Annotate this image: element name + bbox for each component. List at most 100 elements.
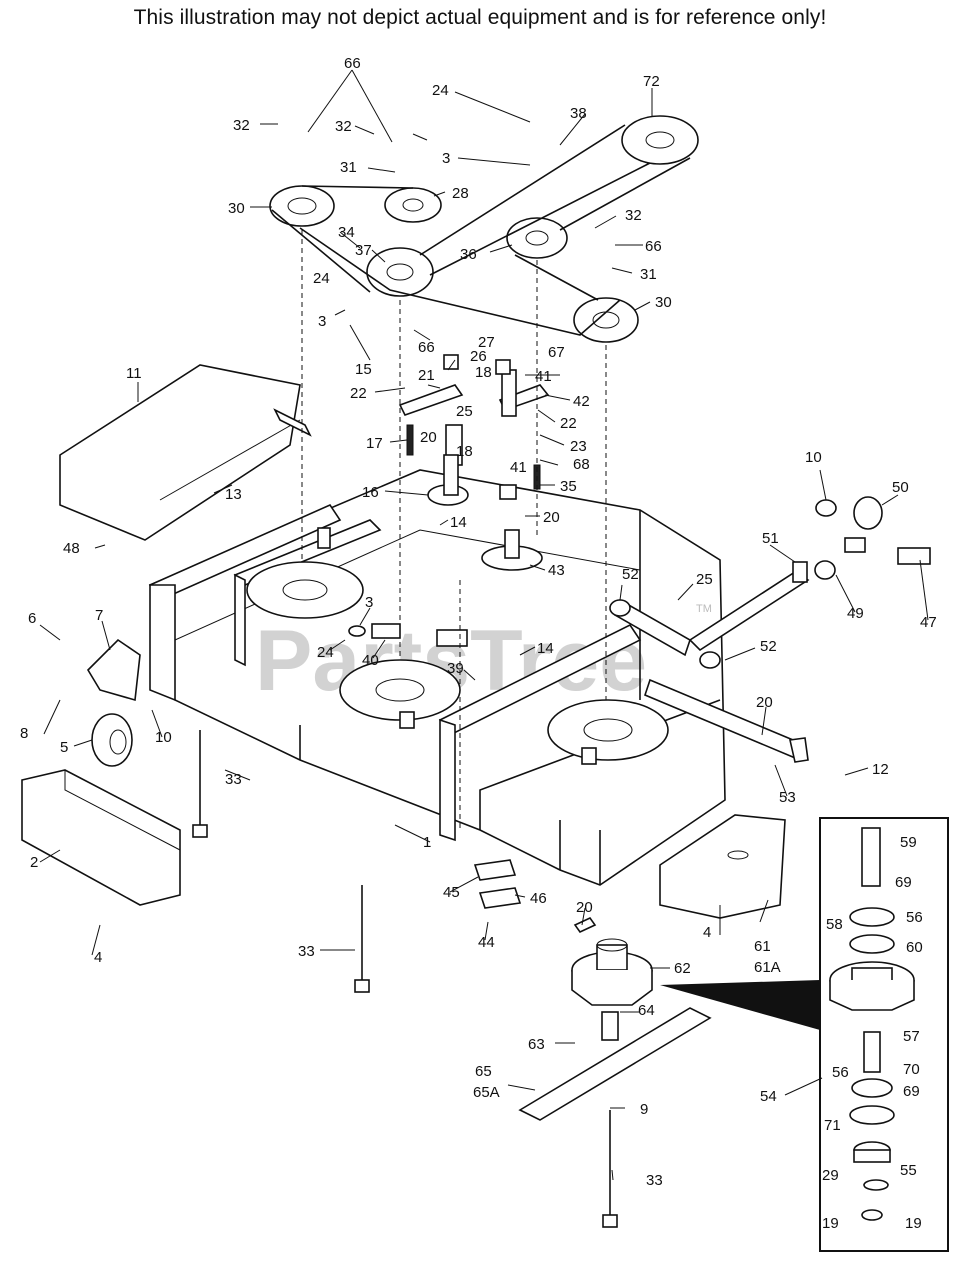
drive-belts: [271, 124, 691, 336]
callout-16: 16: [362, 484, 379, 501]
callout-24: 24: [432, 82, 449, 99]
callout-43: 43: [548, 562, 565, 579]
callout-14: 14: [450, 514, 467, 531]
callout-65: 65: [475, 1063, 492, 1080]
callout-45: 45: [443, 884, 460, 901]
callout-28: 28: [452, 185, 469, 202]
callout-6: 6: [28, 610, 36, 627]
callout-38: 38: [570, 105, 587, 122]
callout-24: 24: [317, 644, 334, 661]
callout-29: 29: [822, 1167, 839, 1184]
callout-27: 27: [478, 334, 495, 351]
callout-12: 12: [872, 761, 889, 778]
callout-61A: 61A: [754, 959, 781, 976]
callout-41: 41: [535, 368, 552, 385]
spindle-inset-box: [660, 817, 949, 1252]
callout-71: 71: [824, 1117, 841, 1134]
callout-10: 10: [155, 729, 172, 746]
callout-46: 46: [530, 890, 547, 907]
callout-32: 32: [233, 117, 250, 134]
callout-65A: 65A: [473, 1084, 500, 1101]
callout-35: 35: [560, 478, 577, 495]
callout-44: 44: [478, 934, 495, 951]
disclaimer-text: This illustration may not depict actual …: [133, 6, 827, 29]
callout-24: 24: [313, 270, 330, 287]
callout-30: 30: [655, 294, 672, 311]
callout-3: 3: [365, 594, 373, 611]
callout-4: 4: [94, 949, 102, 966]
callout-52: 52: [760, 638, 777, 655]
callout-labels: 66 24 72 32 32 38 3 31 28 30 34 37 32 66…: [20, 55, 937, 1232]
callout-32: 32: [625, 207, 642, 224]
callout-56: 56: [906, 909, 923, 926]
callout-72: 72: [643, 73, 660, 90]
callout-25: 25: [696, 571, 713, 588]
callout-18: 18: [475, 364, 492, 381]
baffle-cover: [59, 364, 301, 541]
callout-11: 11: [126, 365, 142, 382]
callout-58: 58: [826, 916, 843, 933]
callout-60: 60: [906, 939, 923, 956]
tension-spring: [371, 623, 401, 639]
callout-52: 52: [622, 566, 639, 583]
callout-53: 53: [779, 789, 796, 806]
callout-67: 67: [548, 344, 565, 361]
callout-41: 41: [510, 459, 527, 476]
callout-18: 18: [456, 443, 473, 460]
callout-2: 2: [30, 854, 38, 871]
callout-13: 13: [225, 486, 242, 503]
callout-14: 14: [537, 640, 554, 657]
callout-48: 48: [63, 540, 80, 557]
callout-19: 19: [905, 1215, 922, 1232]
callout-19: 19: [822, 1215, 839, 1232]
callout-68: 68: [573, 456, 590, 473]
callout-56: 56: [832, 1064, 849, 1081]
callout-63: 63: [528, 1036, 545, 1053]
callout-25: 25: [456, 403, 473, 420]
callout-59: 59: [900, 834, 917, 851]
callout-3: 3: [318, 313, 326, 330]
callout-7: 7: [95, 607, 103, 624]
callout-70: 70: [903, 1061, 920, 1078]
callout-69: 69: [903, 1083, 920, 1100]
callout-37: 37: [355, 242, 372, 259]
leader-lines: [39, 69, 929, 1181]
callout-26: 26: [470, 348, 487, 365]
callout-20: 20: [576, 899, 593, 916]
gauge-wheel-bracket: [86, 638, 141, 702]
callout-3: 3: [442, 150, 450, 167]
callout-36: 36: [460, 246, 477, 263]
callout-62: 62: [674, 960, 691, 977]
callout-4: 4: [703, 924, 711, 941]
callout-17: 17: [366, 435, 383, 452]
callout-33: 33: [646, 1172, 663, 1189]
callout-66: 66: [645, 238, 662, 255]
callout-20: 20: [543, 509, 560, 526]
trademark-mark: TM: [696, 603, 712, 615]
callout-54: 54: [760, 1088, 777, 1105]
callout-20: 20: [756, 694, 773, 711]
callout-50: 50: [892, 479, 909, 496]
callout-10: 10: [805, 449, 822, 466]
callout-57: 57: [903, 1028, 920, 1045]
mower-deck-housing: [148, 469, 726, 886]
callout-22: 22: [560, 415, 577, 432]
callout-15: 15: [355, 361, 372, 378]
callout-51: 51: [762, 530, 779, 547]
callout-32: 32: [335, 118, 352, 135]
alignment-lines: [301, 230, 607, 830]
callout-39: 39: [447, 660, 464, 677]
callout-33: 33: [298, 943, 315, 960]
callout-9: 9: [640, 1101, 648, 1118]
callout-64: 64: [638, 1002, 655, 1019]
callout-49: 49: [847, 605, 864, 622]
callout-66: 66: [418, 339, 435, 356]
callout-40: 40: [362, 652, 379, 669]
callout-8: 8: [20, 725, 28, 742]
callout-33: 33: [225, 771, 242, 788]
callout-66: 66: [344, 55, 361, 72]
callout-30: 30: [228, 200, 245, 217]
rear-baffle: [659, 814, 786, 919]
